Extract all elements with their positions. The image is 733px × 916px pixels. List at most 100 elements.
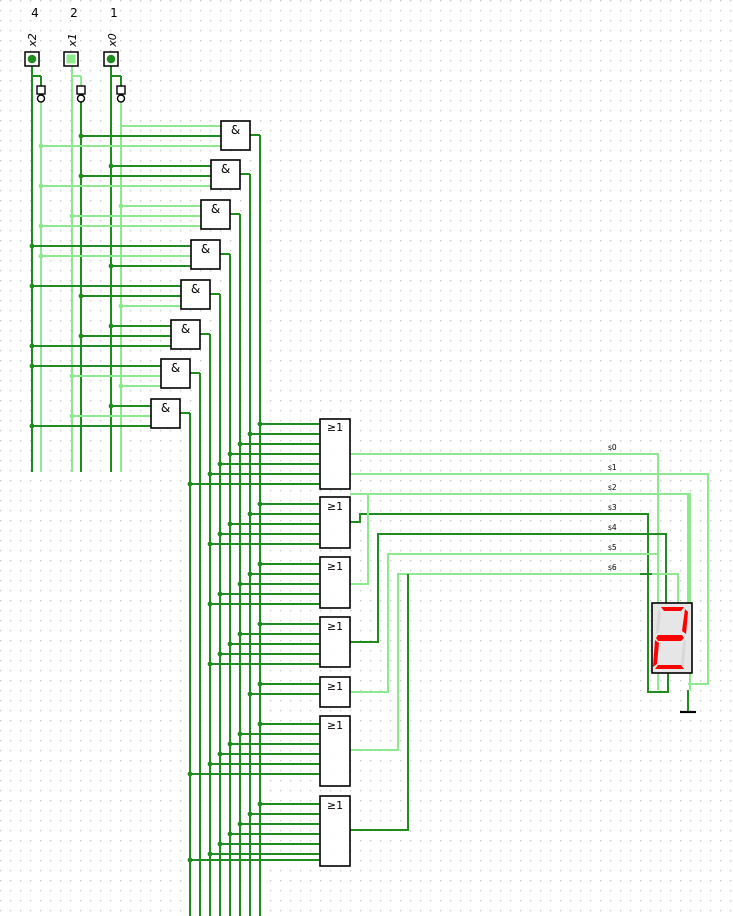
or-gate[interactable]: ≥1 bbox=[319, 496, 351, 549]
wire-junction bbox=[237, 631, 243, 637]
input-pin-x2[interactable]: 4 x2 bbox=[24, 6, 40, 67]
wire-junction bbox=[118, 383, 124, 389]
and-gate[interactable]: & bbox=[220, 120, 251, 151]
and-gate[interactable]: & bbox=[160, 358, 191, 389]
or-gate-label: ≥1 bbox=[327, 680, 343, 693]
wire-junction bbox=[247, 691, 253, 697]
wire-junction bbox=[78, 133, 84, 139]
input-pin-x1[interactable]: 2 x1 bbox=[63, 6, 79, 67]
wire-junction bbox=[247, 811, 253, 817]
or-gate-label: ≥1 bbox=[327, 719, 343, 732]
or-gate-label: ≥1 bbox=[327, 421, 343, 434]
wire-junction bbox=[78, 173, 84, 179]
wire-junction bbox=[257, 421, 263, 427]
and-gate[interactable]: & bbox=[170, 319, 201, 350]
wire-junction bbox=[38, 183, 44, 189]
wire-junction bbox=[237, 821, 243, 827]
wire-junction bbox=[29, 343, 35, 349]
or-gate[interactable]: ≥1 bbox=[319, 676, 351, 708]
wire-junction bbox=[29, 243, 35, 249]
input-weight-label: 1 bbox=[110, 6, 118, 20]
input-pin-x0[interactable]: 1 x0 bbox=[103, 6, 119, 67]
segment-b bbox=[682, 609, 688, 634]
segment-f bbox=[656, 609, 661, 634]
junctions bbox=[29, 133, 263, 863]
wire-junction bbox=[38, 253, 44, 259]
wire-junction bbox=[207, 471, 213, 477]
input-pins: 4 x2 2 x1 1 x0 bbox=[24, 6, 119, 67]
wire-junction bbox=[207, 661, 213, 667]
input-state-indicator bbox=[66, 54, 76, 64]
wire-junction bbox=[207, 851, 213, 857]
not-gate[interactable] bbox=[116, 85, 126, 103]
and-gate[interactable]: & bbox=[200, 199, 231, 230]
and-gate[interactable]: & bbox=[180, 279, 211, 310]
wire-junction bbox=[257, 721, 263, 727]
input-name-label: x1 bbox=[66, 33, 79, 48]
or-gate[interactable]: ≥1 bbox=[319, 795, 351, 867]
wire-junction bbox=[257, 801, 263, 807]
wire-junction bbox=[69, 213, 75, 219]
and-gate-label: & bbox=[161, 401, 170, 415]
and-gate[interactable]: & bbox=[210, 159, 241, 190]
signal-label-s6: s6 bbox=[608, 563, 617, 572]
and-gate[interactable]: & bbox=[150, 398, 181, 429]
signal-label-s4: s4 bbox=[608, 523, 617, 532]
or-gate-label: ≥1 bbox=[327, 560, 343, 573]
wire-junction bbox=[78, 293, 84, 299]
wire-junction bbox=[118, 203, 124, 209]
input-weight-label: 4 bbox=[31, 6, 39, 20]
segment-wire bbox=[350, 513, 669, 693]
wire-junction bbox=[237, 731, 243, 737]
wire-junction bbox=[29, 423, 35, 429]
wire-junction bbox=[257, 561, 263, 567]
wire-junction bbox=[247, 511, 253, 517]
and-gate-label: & bbox=[201, 242, 210, 256]
wire-junction bbox=[29, 363, 35, 369]
wire-junction bbox=[207, 761, 213, 767]
or-gate[interactable]: ≥1 bbox=[319, 616, 351, 668]
not-gate[interactable] bbox=[76, 85, 86, 103]
input-name-label: x2 bbox=[26, 33, 39, 48]
wire-junction bbox=[227, 831, 233, 837]
wire-junction bbox=[187, 481, 193, 487]
wire-junction bbox=[217, 591, 223, 597]
wire-junction bbox=[237, 581, 243, 587]
wire-junction bbox=[217, 751, 223, 757]
wire-junction bbox=[217, 841, 223, 847]
segment-e bbox=[653, 640, 659, 667]
wire-junction bbox=[237, 441, 243, 447]
wire-junction bbox=[227, 521, 233, 527]
segment-a bbox=[661, 607, 684, 611]
wire-junction bbox=[187, 771, 193, 777]
wire-junction bbox=[247, 571, 253, 577]
display-segments bbox=[653, 607, 688, 669]
wire-junction bbox=[38, 223, 44, 229]
and-gate-label: & bbox=[231, 123, 240, 137]
and-gate-label: & bbox=[191, 282, 200, 296]
wire-junction bbox=[108, 403, 114, 409]
and-gate[interactable]: & bbox=[190, 239, 221, 270]
wire-junction bbox=[227, 741, 233, 747]
wire-junction bbox=[217, 651, 223, 657]
wire-junction bbox=[247, 431, 253, 437]
wire-junction bbox=[78, 333, 84, 339]
or-gate-label: ≥1 bbox=[327, 500, 343, 513]
wire-junction bbox=[257, 501, 263, 507]
and-gate-label: & bbox=[171, 361, 180, 375]
or-gate[interactable]: ≥1 bbox=[319, 556, 351, 609]
or-gate-label: ≥1 bbox=[327, 620, 343, 633]
wire-junction bbox=[29, 283, 35, 289]
not-gates bbox=[36, 85, 126, 103]
wire-junction bbox=[108, 263, 114, 269]
or-gate[interactable]: ≥1 bbox=[319, 418, 351, 490]
and-gates: & & & & & & & & bbox=[150, 120, 251, 429]
input-weight-label: 2 bbox=[70, 6, 78, 20]
segment-wire bbox=[350, 473, 709, 685]
not-gate[interactable] bbox=[36, 85, 46, 103]
or-gate[interactable]: ≥1 bbox=[319, 715, 351, 787]
signal-label-s3: s3 bbox=[608, 503, 617, 512]
and-gate-label: & bbox=[211, 202, 220, 216]
